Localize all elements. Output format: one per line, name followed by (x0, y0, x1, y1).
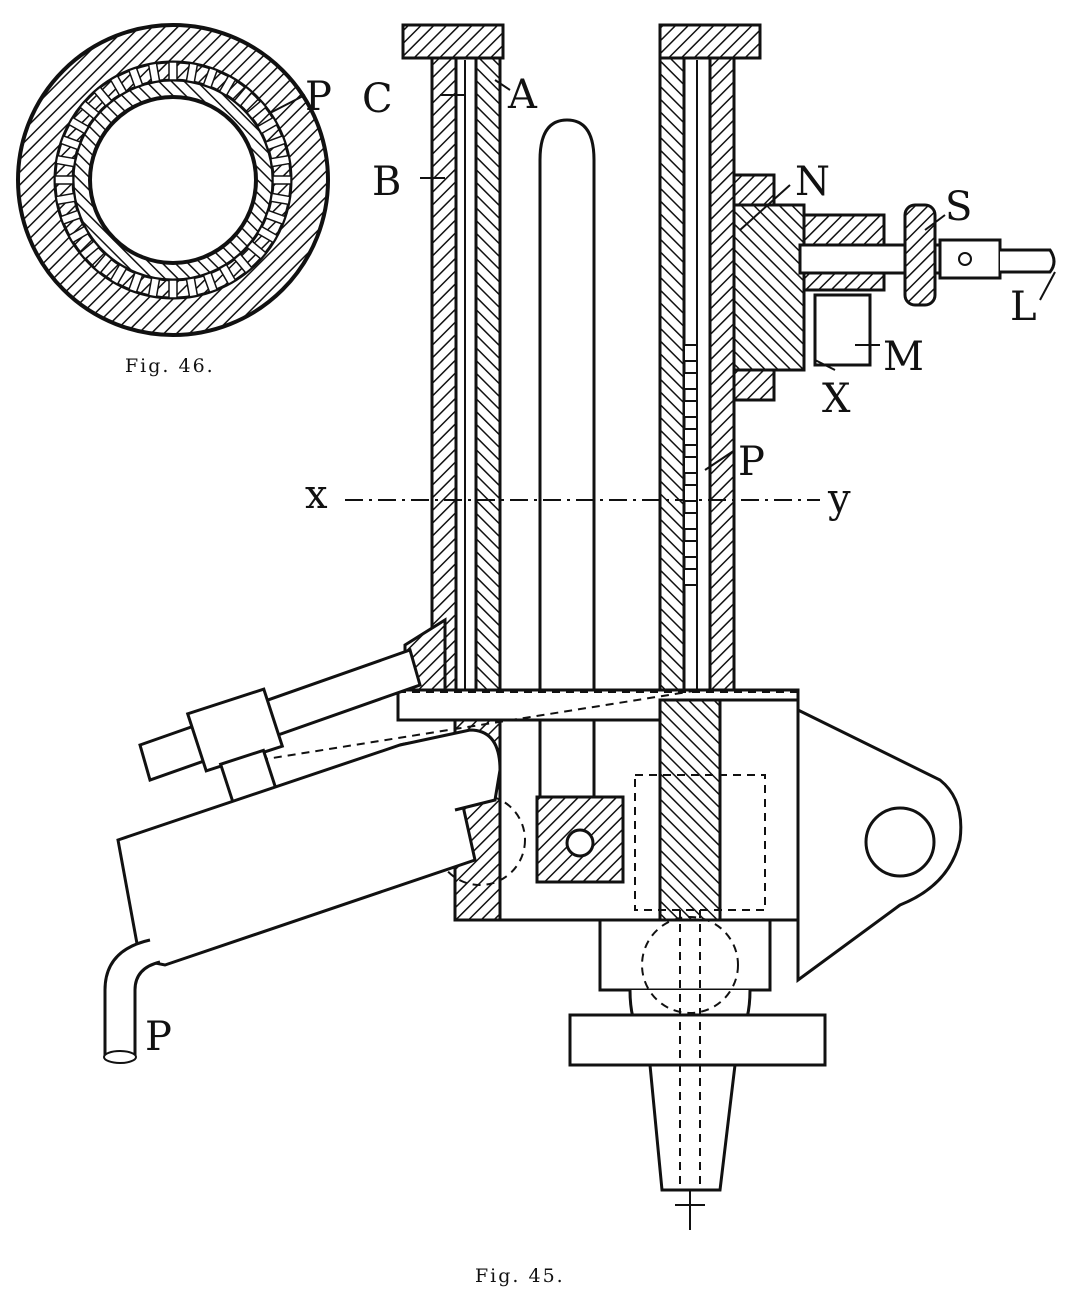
fig46-slot (233, 252, 253, 275)
fig45-label-y: y (827, 476, 851, 522)
fig46-caption: Fig. 46. (125, 355, 215, 377)
fig46-slot (185, 276, 199, 298)
fig45-label-M: M (883, 334, 924, 380)
fig46-slot (55, 192, 77, 206)
fig45-inlet-assembly (103, 617, 502, 1064)
fig46-slot (54, 175, 74, 185)
fig46-ring-section (16, 23, 330, 337)
fig46-slot (67, 225, 90, 244)
fig45-perforation (683, 568, 698, 586)
fig46-slot (109, 263, 128, 286)
fig46-slot (202, 66, 219, 89)
fig46-slot (269, 192, 291, 206)
fig45-label-A: A (507, 72, 538, 118)
fig46-slot (168, 61, 178, 81)
fig45-perforation (683, 456, 698, 474)
fig45-perforation (683, 428, 698, 446)
fig45-label-X: X (822, 376, 851, 422)
fig46-slot (264, 209, 287, 226)
fig45-caption: Fig. 45. (475, 1265, 565, 1287)
fig46-slot (78, 240, 101, 260)
fig46-slots (54, 61, 292, 299)
fig46-slot (78, 100, 101, 120)
fig45-perforation (683, 484, 698, 502)
fig46-slot (185, 62, 199, 84)
fig46-slot (127, 66, 144, 89)
fig45-perforation (683, 372, 698, 390)
fig46-slot (127, 271, 144, 294)
fig46-slot (272, 175, 292, 185)
fig46-slot (59, 209, 82, 226)
fig46-slot (55, 154, 77, 168)
fig46-slot (245, 240, 268, 260)
fig45-label-B: B (372, 159, 401, 205)
fig45-label-L: L (1010, 284, 1037, 330)
fig46-slot (264, 134, 287, 151)
fig45-column (259, 23, 963, 1230)
fig46-slot (202, 271, 219, 294)
fig46-slot (233, 85, 253, 108)
fig46-slot (147, 62, 161, 84)
fig45-label-P-inner: P (738, 439, 765, 485)
fig45-label-S: S (945, 184, 972, 230)
fig46-slot (168, 279, 178, 299)
fig45-perforations (683, 344, 698, 586)
fig45-perforation (683, 540, 698, 558)
fig45-label-P-pipe: P (145, 1014, 172, 1060)
fig45-label-C: C (362, 76, 393, 122)
fig46-slot (256, 116, 279, 135)
fig46-slot (245, 100, 268, 120)
fig46-slot (147, 276, 161, 298)
fig46-slot (109, 74, 128, 97)
fig46-slot (269, 154, 291, 168)
fig45-label-N: N (795, 159, 830, 205)
fig45-label-x: x (305, 472, 328, 518)
fig46-slot (67, 116, 90, 135)
fig45-perforation (683, 512, 698, 530)
fig46-slot (93, 252, 113, 275)
fig46-slot (256, 225, 279, 244)
fig46-slot (93, 85, 113, 108)
fig45-perforation (683, 344, 698, 362)
fig46-slot (59, 134, 82, 151)
fig45-perforation (683, 400, 698, 418)
fig46-slot (218, 74, 237, 97)
fig46-slot (218, 263, 237, 286)
fig46-label-P: P (305, 74, 332, 120)
fig45-side-valve (732, 173, 1056, 402)
